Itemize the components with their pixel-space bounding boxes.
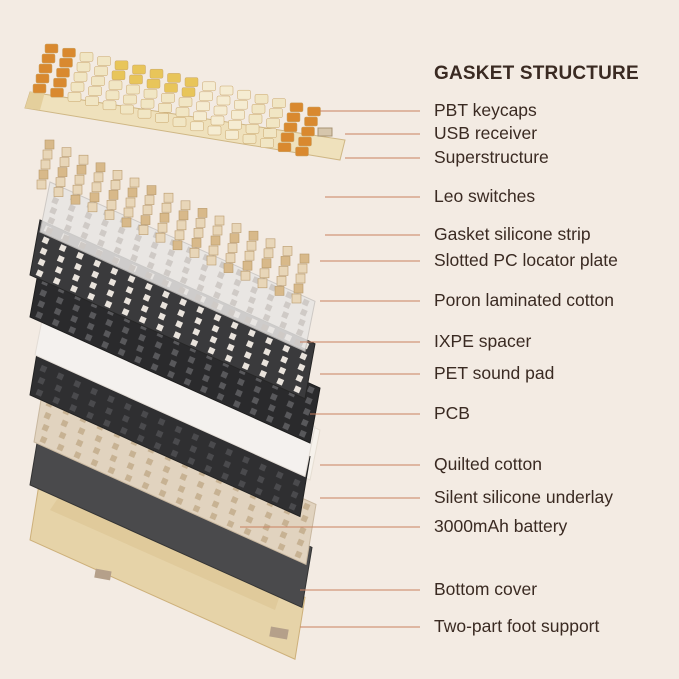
clear-plate-slots — [45, 186, 310, 347]
bottom-cover-rails — [50, 495, 280, 610]
label-quilted-cotton: Quilted cotton — [434, 454, 542, 474]
leo-switches — [36, 139, 310, 304]
label-bottom-cover: Bottom cover — [434, 579, 538, 599]
foot-support-left — [94, 568, 112, 581]
label-poron-laminated-cotton: Poron laminated cotton — [434, 290, 614, 310]
label-usb-receiver: USB receiver — [434, 123, 538, 143]
label-pcb: PCB — [434, 403, 470, 423]
label-leo-switches: Leo switches — [434, 186, 536, 206]
foot-support-right — [269, 626, 289, 640]
label-silent-silicone-underlay: Silent silicone underlay — [434, 487, 613, 507]
label-pet-sound-pad: PET sound pad — [434, 363, 555, 383]
label-two-part-foot-support: Two-part foot support — [434, 616, 600, 636]
label-superstructure: Superstructure — [434, 147, 549, 167]
pbt-keycaps — [32, 43, 321, 157]
usb-receiver — [317, 127, 333, 137]
label-slotted-pc-locator-plate: Slotted PC locator plate — [434, 250, 618, 270]
label-pbt-keycaps: PBT keycaps — [434, 100, 537, 120]
diagram-title: GASKET STRUCTURE — [434, 63, 639, 84]
label-gasket-silicone-strip: Gasket silicone strip — [434, 224, 591, 244]
label-ixpe-spacer: IXPE spacer — [434, 331, 532, 351]
label-battery: 3000mAh battery — [434, 516, 568, 536]
